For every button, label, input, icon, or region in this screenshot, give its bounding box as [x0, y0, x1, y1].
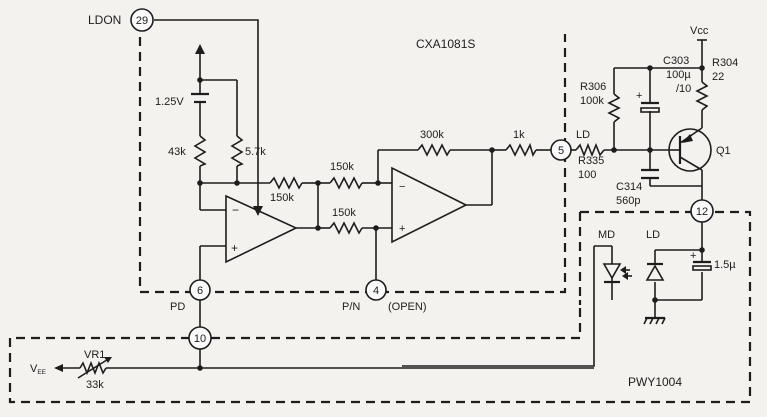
resistor-150k-top: [329, 176, 363, 190]
pwy1004-label: PWY1004: [628, 375, 682, 389]
op-amp-1: [225, 194, 298, 264]
transistor-q1: [668, 127, 712, 172]
variable-resistor-vr1: [77, 357, 112, 379]
c303-rating: /10: [676, 83, 691, 95]
pin-4: 4: [365, 279, 387, 301]
c303-value: 100µ: [666, 69, 691, 81]
cap-1-5u-label: 1.5µ: [714, 259, 736, 271]
vee-label: VEE: [30, 363, 47, 376]
ld-diode-label: LD: [646, 229, 660, 241]
c303-name: C303: [663, 55, 689, 67]
resistor-300k: [417, 143, 451, 157]
pin-29: 29: [130, 8, 154, 32]
opamp2-plus: +: [399, 223, 405, 235]
ref-voltage-label: 1.25V: [155, 96, 184, 108]
c314-value: 560p: [616, 195, 640, 207]
vcc-supply: [697, 39, 707, 50]
vee-arrow: [54, 364, 63, 372]
vr1-value: 33k: [86, 379, 104, 391]
vcc-label: Vcc: [690, 25, 709, 37]
pin-10: 10: [188, 326, 212, 350]
capacitor-c314: [641, 168, 659, 180]
c314-name: C314: [616, 181, 642, 193]
resistor-r306: [607, 93, 621, 123]
battery-1-25v: [191, 44, 209, 104]
laser-diode-ld: [645, 262, 665, 281]
pn-label: P/N: [342, 301, 360, 313]
pin-5: 5: [550, 139, 572, 161]
r300k-label: 300k: [420, 129, 444, 141]
photodiode-md: [602, 258, 632, 284]
capacitor-c303: [640, 101, 660, 113]
r57k-label: 5.7k: [245, 146, 266, 158]
capacitor-1-5u: [692, 260, 712, 271]
open-label: (OPEN): [388, 301, 427, 313]
pd-label: PD: [170, 301, 185, 313]
svg-text:12: 12: [696, 206, 708, 218]
svg-text:10: 10: [194, 333, 206, 345]
r43k-label: 43k: [168, 146, 186, 158]
wires: [60, 19, 703, 369]
resistor-1k: [505, 142, 537, 157]
opamp2-minus: −: [399, 181, 405, 193]
opamp1-minus: −: [232, 203, 239, 217]
q1-label: Q1: [716, 145, 731, 157]
resistor-150k-bottom: [329, 221, 363, 235]
cap-1-5u-plus: +: [690, 250, 696, 262]
ground-symbol: [643, 316, 666, 325]
svg-text:29: 29: [136, 15, 148, 27]
resistor-5-7k: [230, 135, 244, 167]
arrow-into-opamp: [253, 198, 263, 216]
r306-name: R306: [580, 81, 606, 93]
r335-name: R335: [578, 155, 604, 167]
r304-name: R304: [712, 57, 738, 69]
svg-text:5: 5: [558, 145, 564, 157]
svg-text:4: 4: [373, 285, 379, 297]
r150k-top-label: 150k: [330, 161, 354, 173]
resistor-r304: [695, 81, 709, 111]
op-amp-2: [391, 166, 468, 244]
pin-6: 6: [189, 279, 211, 301]
r150k-feedback-label: 150k: [270, 192, 294, 204]
resistor-150k-feedback: [269, 176, 303, 190]
pwy1004-boundary: [8, 210, 752, 404]
cxa1081s-boundary: [138, 22, 567, 294]
resistor-43k: [193, 135, 207, 167]
r335-value: 100: [578, 169, 596, 181]
md-label: MD: [598, 229, 615, 241]
r306-value: 100k: [580, 95, 604, 107]
r150k-bottom-label: 150k: [332, 207, 356, 219]
junctions: [197, 65, 705, 371]
r1k-label: 1k: [513, 129, 525, 141]
ld-signal-label: LD: [576, 129, 590, 141]
c303-plus: +: [636, 90, 642, 102]
ldon-label: LDON: [88, 13, 121, 27]
opamp1-plus: +: [231, 241, 238, 255]
vr1-name: VR1: [84, 349, 105, 361]
cxa1081s-label: CXA1081S: [416, 37, 475, 51]
pin-12: 12: [690, 199, 714, 223]
r304-value: 22: [712, 71, 724, 83]
resistor-r335: [575, 142, 605, 158]
svg-text:6: 6: [197, 285, 203, 297]
